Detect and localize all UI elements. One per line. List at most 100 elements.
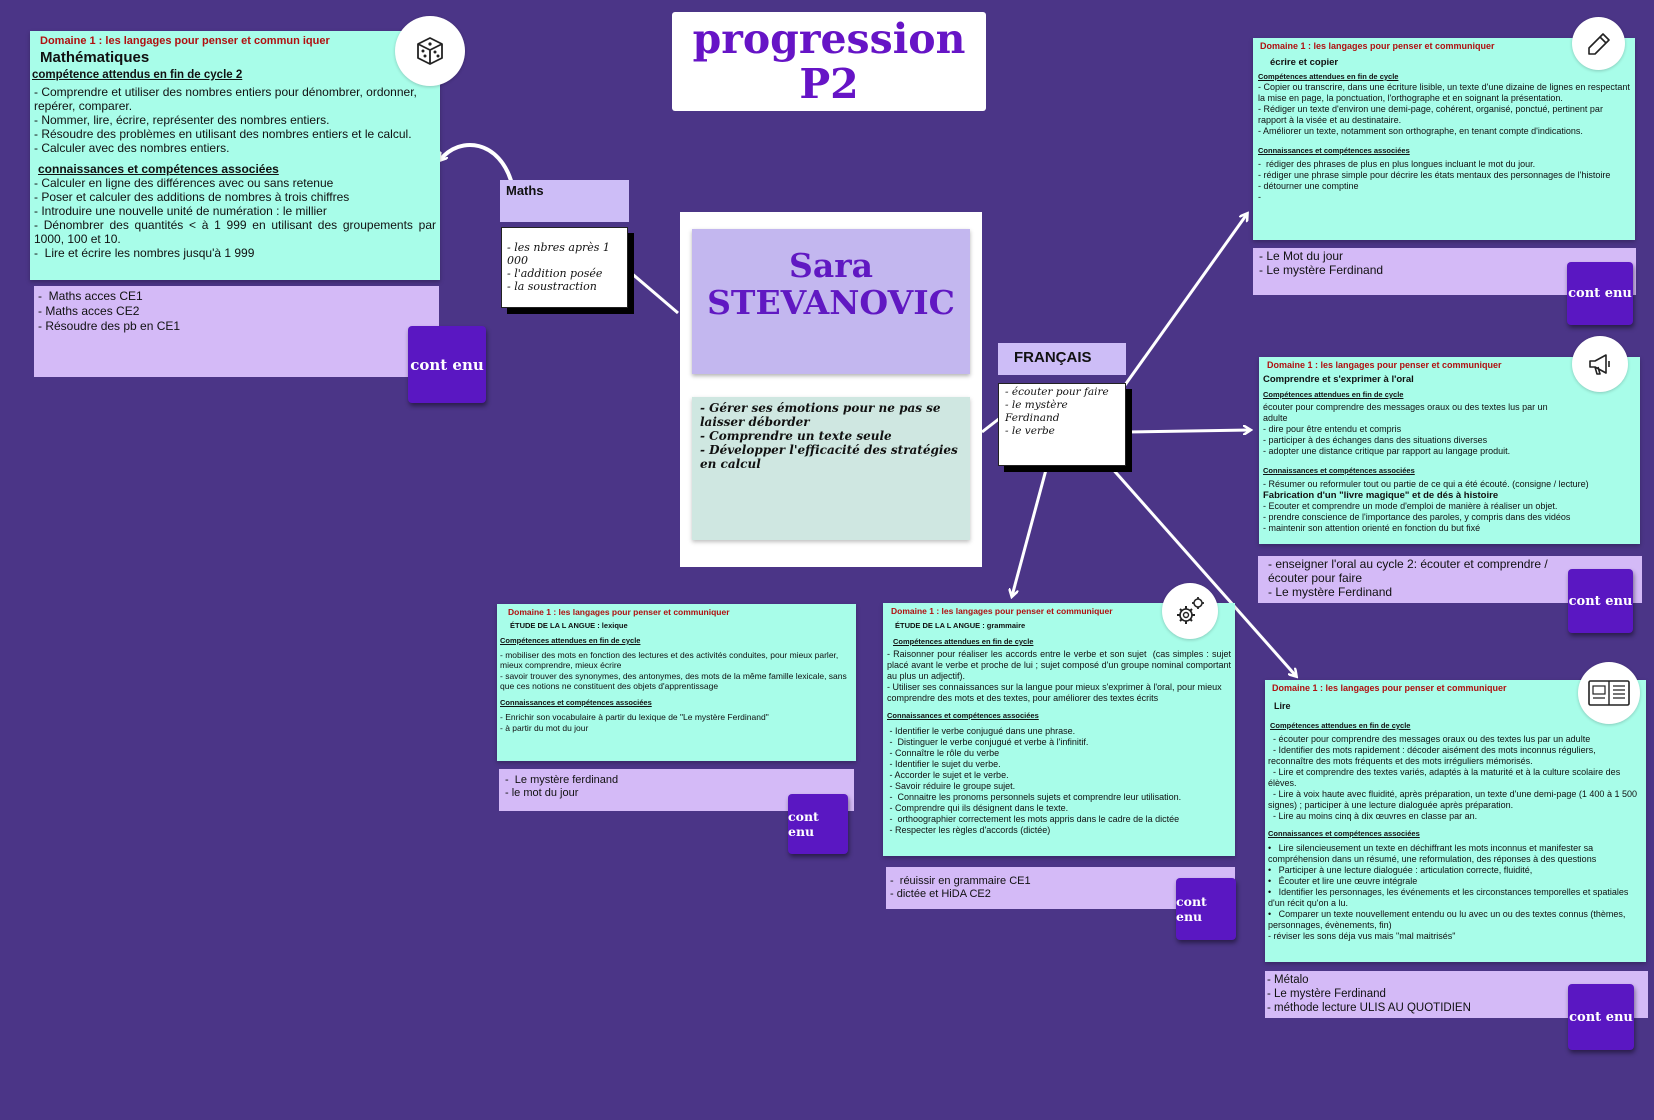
oral-comp-line: écouter pour comprendre des messages ora…	[1263, 402, 1551, 423]
grammaire-domain-title: Domaine 1 : les langages pour penser et …	[891, 606, 1113, 616]
goals-box: - Gérer ses émotions pour ne pas se lais…	[692, 397, 970, 540]
maths-tab[interactable]: Maths	[500, 180, 629, 222]
lire-content-button[interactable]: cont enu	[1568, 984, 1634, 1050]
ecrire-assoc-line: - rédiger des phrases de plus en plus lo…	[1258, 159, 1536, 169]
resource-item: - enseigner l'oral au cycle 2: écouter e…	[1268, 557, 1548, 571]
grammaire-assoc-line: - Distinguer le verbe conjugué et verbe …	[887, 737, 1089, 747]
ecrire-content-button[interactable]: cont enu	[1567, 262, 1633, 325]
arrow-to-oral	[1126, 430, 1250, 432]
resource-item: - méthode lecture ULIS AU QUOTIDIEN	[1267, 1002, 1471, 1014]
lexique-domain-title: Domaine 1 : les langages pour penser et …	[508, 607, 730, 617]
lire-card: Domaine 1 : les langages pour penser et …	[1265, 680, 1646, 962]
ecrire-assoc-line: - détourner une comptine	[1258, 181, 1359, 191]
maths-comp-title: compétence attendus en fin de cycle 2	[32, 69, 243, 81]
francais-note: - écouter pour faire - le mystère Ferdin…	[998, 383, 1126, 466]
grammaire-content-button[interactable]: cont enu	[1176, 878, 1236, 940]
maths-assoc-line: - Lire et écrire les nombres jusqu'à 1 9…	[34, 246, 255, 260]
title-line-1: progression	[692, 15, 966, 63]
lexique-comp-title: Compétences attendues en fin de cycle	[500, 636, 641, 645]
oral-content-button[interactable]: cont enu	[1568, 569, 1633, 633]
lire-assoc-line: • Identifier les personnages, les événem…	[1268, 887, 1631, 908]
lire-assoc-line: • Écouter et lire une œuvre intégrale	[1268, 876, 1418, 886]
maths-assoc-line: - Poser et calculer des additions de nom…	[34, 190, 350, 204]
student-first-name: Sara	[789, 246, 873, 285]
oral-bold-line: Fabrication d'un "livre magique" et de d…	[1263, 490, 1499, 501]
oral-extra-line: - Ecouter et comprendre un mode d'emploi…	[1263, 501, 1558, 511]
arrow-maths-to-card	[440, 143, 514, 185]
grammaire-assoc-line: - orthoographier correctement les mots a…	[887, 814, 1180, 824]
resource-item: - Le mystère ferdinand	[505, 774, 619, 786]
ecrire-assoc-title: Connaissances et compétences associées	[1258, 146, 1410, 155]
resource-item: - Métalo	[1267, 974, 1309, 986]
oral-domain-title: Domaine 1 : les langages pour penser et …	[1267, 360, 1502, 370]
maths-card: Domaine 1 : les langages pour penser et …	[30, 31, 440, 280]
resource-item: - Le mystère Ferdinand	[1259, 263, 1384, 277]
line-center-to-maths	[629, 270, 679, 315]
note-item: - le verbe	[1005, 425, 1055, 437]
ecrire-subject: écrire et copier	[1270, 57, 1339, 68]
ecrire-assoc-line: -	[1258, 192, 1261, 202]
oral-comp-title: Compétences attendues en fin de cycle	[1263, 390, 1404, 399]
oral-extra-line: - maintenir son attention orienté en fon…	[1263, 523, 1481, 533]
student-name-box: Sara STEVANOVIC	[692, 229, 970, 374]
francais-tab[interactable]: FRANÇAIS	[998, 343, 1126, 375]
lire-assoc-line: • Participer à une lecture dialoguée : a…	[1268, 865, 1533, 875]
resource-item: - dictée et HiDA CE2	[890, 888, 991, 900]
grammaire-assoc-line: - Respecter les règles d'accords (dictée…	[887, 825, 1051, 835]
oral-extra-line: - prendre conscience de l'importance des…	[1263, 512, 1571, 522]
lire-comp-line: - Lire et comprendre des textes variés, …	[1268, 767, 1623, 788]
note-item: - les nbres après 1 000	[507, 241, 610, 267]
maths-subject: Mathématiques	[40, 49, 150, 66]
oral-comp-line: - adopter une distance critique par rapp…	[1263, 446, 1511, 456]
grammaire-assoc-title: Connaissances et compétences associées	[887, 711, 1039, 720]
ecrire-comp-line: - Copier ou transcrire, dans une écritur…	[1258, 82, 1633, 103]
resource-item: - le mot du jour	[505, 787, 579, 799]
gears-icon	[1162, 583, 1218, 639]
maths-domain-title: Domaine 1 : les langages pour penser et …	[40, 35, 330, 47]
ecrire-card: Domaine 1 : les langages pour penser et …	[1253, 38, 1635, 240]
maths-assoc-line: - Calculer en ligne des différences avec…	[34, 176, 334, 190]
lire-comp-line: - Lire à voix haute avec fluidité, après…	[1268, 789, 1640, 810]
oral-assoc-title: Connaissances et compétences associées	[1263, 466, 1415, 475]
note-item: - l'addition posée	[507, 267, 603, 280]
title-line-2: P2	[799, 60, 859, 108]
resource-item: - Résoudre des pb en CE1	[38, 319, 181, 333]
ecrire-comp-line: - Rédiger un texte d'environ une demi-pa…	[1258, 104, 1606, 125]
maths-assoc-title: connaissances et compétences associées	[38, 162, 279, 176]
grammaire-subject: ÉTUDE DE LA L ANGUE : grammaire	[895, 621, 1026, 630]
arrow-to-grammaire	[1012, 465, 1049, 596]
grammaire-assoc-line: - Connaitre les pronoms personnels sujet…	[887, 792, 1182, 802]
student-last-name: STEVANOVIC	[707, 283, 955, 322]
maths-comp-line: - Calculer avec des nombres entiers.	[34, 141, 230, 155]
lire-assoc-title: Connaissances et compétences associées	[1268, 829, 1420, 838]
lire-comp-line: - écouter pour comprendre des messages o…	[1268, 734, 1591, 744]
lire-assoc-line: • Comparer un texte nouvellement entendu…	[1268, 909, 1628, 930]
maths-comp-line: - Résoudre des problèmes en utilisant de…	[34, 127, 412, 141]
oral-assoc-line: - Résumer ou reformuler tout ou partie d…	[1263, 479, 1589, 489]
pencil-icon	[1572, 17, 1625, 70]
lexique-comp-line: - savoir trouver des synonymes, des anto…	[500, 670, 850, 692]
lexique-content-button[interactable]: cont enu	[788, 794, 848, 854]
note-item: - écouter pour faire	[1005, 386, 1109, 398]
grammaire-assoc-line: - Comprendre qui ils désignent dans le t…	[887, 803, 1069, 813]
lire-assoc-line: - réviser les sons déja vus mais "mal ma…	[1268, 931, 1456, 941]
lexique-card: Domaine 1 : les langages pour penser et …	[497, 604, 856, 761]
maths-comp-line: - Nommer, lire, écrire, représenter des …	[34, 113, 330, 127]
lire-assoc-line: • Lire silencieusement un texte en déchi…	[1268, 843, 1597, 864]
grammaire-assoc-line: - Savoir réduire le groupe sujet.	[887, 781, 1016, 791]
grammaire-assoc-line: - Identifier le sujet du verbe.	[887, 759, 1001, 769]
lire-subject: Lire	[1274, 701, 1291, 711]
resource-item: - Le mystère Ferdinand	[1268, 585, 1393, 599]
ecrire-comp-title: Compétences attendues en fin de cycle	[1258, 72, 1399, 81]
lexique-comp-line: - mobiliser des mots en fonction des lec…	[500, 649, 841, 671]
maths-assoc-line: - Introduire une nouvelle unité de numér…	[34, 204, 327, 218]
maths-content-button[interactable]: cont enu	[408, 326, 486, 403]
megaphone-icon	[1572, 336, 1628, 392]
oral-subject: Comprendre et s'exprimer à l'oral	[1263, 374, 1414, 385]
maths-note: - les nbres après 1 000 - l'addition pos…	[501, 227, 628, 308]
oral-comp-line: - participer à des échanges dans des sit…	[1263, 435, 1488, 445]
grammaire-comp-line: - Utiliser ses connaissances sur la lang…	[887, 682, 1225, 703]
note-item: - la soustraction	[507, 280, 597, 293]
ecrire-domain-title: Domaine 1 : les langages pour penser et …	[1260, 41, 1495, 51]
grammaire-comp-title: Compétences attendues en fin de cycle	[893, 637, 1034, 646]
